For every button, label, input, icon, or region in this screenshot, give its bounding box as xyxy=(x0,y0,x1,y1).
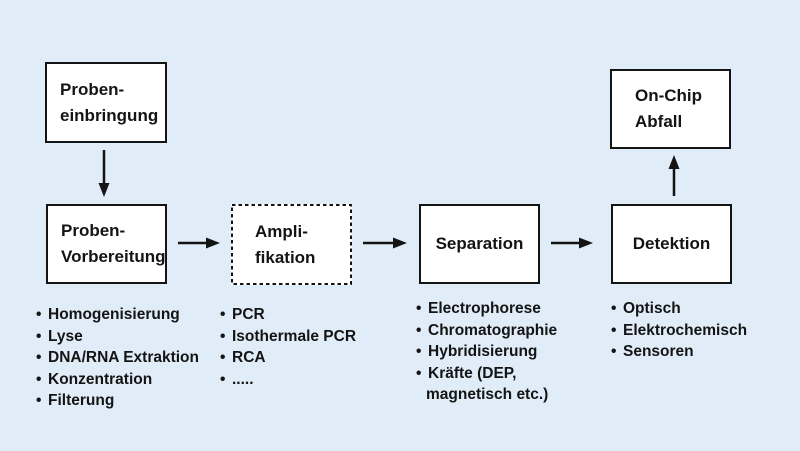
list-item: Isothermale PCR xyxy=(220,326,356,348)
list-item: Lyse xyxy=(36,326,199,348)
box-detection: Detektion xyxy=(611,204,732,284)
list-item: Electrophorese xyxy=(416,298,557,320)
arrow-separation-to-detection xyxy=(551,237,593,249)
sample-prep-method-list: Homogenisierung Lyse DNA/RNA Extraktion … xyxy=(36,304,199,412)
arrow-detection-to-onchip-waste xyxy=(668,155,680,196)
list-item: DNA/RNA Extraktion xyxy=(36,347,199,369)
box-amplification-label-line1: Ampli- xyxy=(255,221,308,241)
list-item: Sensoren xyxy=(611,341,747,363)
separation-method-list: Electrophorese Chromatographie Hybridisi… xyxy=(416,298,557,406)
box-sample-input-label-line1: Proben- xyxy=(60,79,125,99)
box-sample-prep: Proben- Vorbereitung xyxy=(46,204,167,284)
list-item: Elektrochemisch xyxy=(611,320,747,342)
arrow-sample-input-to-sample-prep xyxy=(98,150,110,197)
list-item-continuation: magnetisch etc.) xyxy=(426,386,549,403)
box-sample-prep-label-line1: Proben- xyxy=(61,221,126,240)
list-item: PCR xyxy=(220,304,356,326)
box-onchip-waste-label-line1: On-Chip xyxy=(635,86,703,105)
box-amplification: Ampli- fikation xyxy=(231,204,352,285)
box-sample-input-label-line2: einbringung xyxy=(60,105,159,125)
list-item: RCA xyxy=(220,347,356,369)
box-separation: Separation xyxy=(419,204,540,284)
list-item: Kräfte (DEP, xyxy=(416,363,557,385)
list-item: Konzentration xyxy=(36,369,199,391)
list-item: Chromatographie xyxy=(416,320,557,342)
box-onchip-waste-label-line2: Abfall xyxy=(635,112,683,131)
dashed-border xyxy=(231,204,352,285)
box-amplification-label-line2: fikation xyxy=(255,247,316,267)
detection-method-list: Optisch Elektrochemisch Sensoren xyxy=(611,298,747,363)
box-sample-prep-label-line2: Vorbereitung xyxy=(61,247,166,266)
list-item: Filterung xyxy=(36,390,199,412)
arrow-sample-prep-to-amplification xyxy=(178,237,220,249)
box-separation-label: Separation xyxy=(435,234,524,253)
amplification-method-list: PCR Isothermale PCR RCA ..... xyxy=(220,304,356,390)
list-item: Optisch xyxy=(611,298,747,320)
list-item: Homogenisierung xyxy=(36,304,199,326)
list-item: ..... xyxy=(220,369,356,391)
list-item: Hybridisierung xyxy=(416,341,557,363)
arrow-amplification-to-separation xyxy=(363,237,407,249)
box-sample-input: Proben- einbringung xyxy=(45,62,167,143)
box-detection-label: Detektion xyxy=(632,234,711,253)
box-onchip-waste: On-Chip Abfall xyxy=(610,69,731,149)
